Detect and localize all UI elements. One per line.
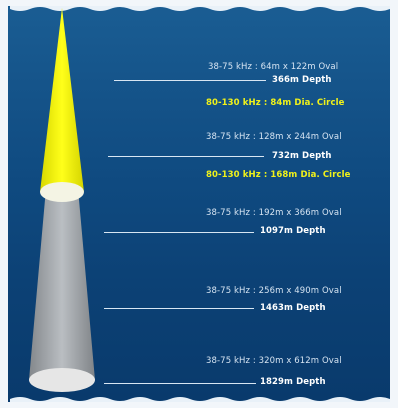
level-1-depth: 366m Depth (272, 75, 332, 85)
yellow-cone-beam-icon (40, 8, 84, 202)
level-5-depth: 1829m Depth (260, 377, 326, 387)
level-3-depth-line (104, 232, 254, 233)
level-5-spec-38-75: 38-75 kHz : 320m x 612m Oval (206, 356, 342, 366)
level-3-depth: 1097m Depth (260, 226, 326, 236)
surface-wave-bottom (8, 397, 390, 402)
level-4-depth-line (104, 308, 254, 309)
level-2-depth-line (108, 156, 264, 157)
level-2-spec-80-130: 80-130 kHz : 168m Dia. Circle (206, 170, 351, 180)
level-2-depth: 732m Depth (272, 151, 332, 161)
sonar-beam-diagram: 38-75 kHz : 64m x 122m Oval 366m Depth 8… (8, 6, 390, 402)
level-5-depth-line (104, 383, 256, 384)
level-2-spec-38-75: 38-75 kHz : 128m x 244m Oval (206, 132, 342, 142)
level-4-spec-38-75: 38-75 kHz : 256m x 490m Oval (206, 286, 342, 296)
level-1-depth-line (114, 80, 266, 81)
level-4-depth: 1463m Depth (260, 303, 326, 313)
surface-wave-top (8, 6, 390, 11)
beam-graphic (29, 8, 95, 392)
level-1-spec-80-130: 80-130 kHz : 84m Dia. Circle (206, 98, 345, 108)
level-3-spec-38-75: 38-75 kHz : 192m x 366m Oval (206, 208, 342, 218)
level-1-spec-38-75: 38-75 kHz : 64m x 122m Oval (208, 62, 339, 72)
